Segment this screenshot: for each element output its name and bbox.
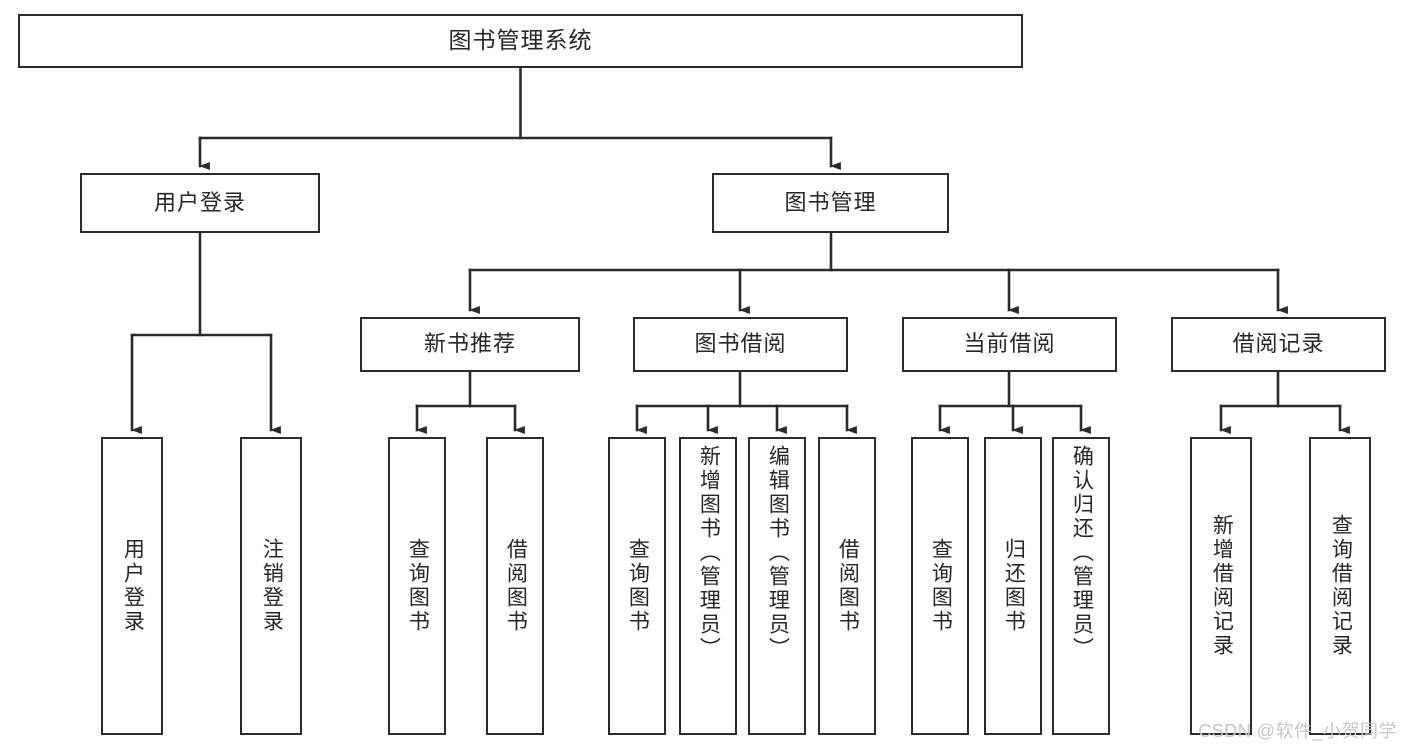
node-book-borrowing[interactable]: 图书借阅 (633, 317, 848, 372)
node-label: 借阅图书 (836, 538, 860, 634)
leaf-content: 注销登录 (242, 445, 300, 727)
leaf-query-books-current[interactable]: 查询图书 (911, 437, 969, 735)
leaf-query-books-borrowing[interactable]: 查询图书 (608, 437, 666, 735)
leaf-content: 归还图书 (986, 445, 1040, 727)
node-label: 当前借阅 (963, 331, 1056, 357)
watermark-text: CSDN @软件_小贺同学 (1198, 721, 1397, 741)
node-label: 编辑图书（管理员） (766, 445, 790, 661)
leaf-content: 查询图书 (390, 445, 444, 727)
node-label: 注销登录 (260, 538, 284, 634)
node-label: 新书推荐 (423, 331, 516, 357)
node-user-login[interactable]: 用户登录 (80, 173, 320, 233)
node-label: 新增借阅记录 (1210, 514, 1234, 658)
leaf-add-book-admin[interactable]: 新增图书（管理员） (679, 437, 737, 735)
node-label: 用户登录 (121, 538, 145, 634)
leaf-borrow-books-recommendation[interactable]: 借阅图书 (486, 437, 544, 735)
leaf-content: 借阅图书 (488, 445, 542, 727)
node-label: 查询图书 (626, 538, 650, 634)
node-root-book-management-system[interactable]: 图书管理系统 (18, 14, 1023, 68)
node-label: 确认归还（管理员） (1070, 445, 1094, 661)
leaf-logout[interactable]: 注销登录 (240, 437, 302, 735)
node-label: 新增图书（管理员） (697, 445, 721, 661)
node-label: 查询图书 (406, 538, 430, 634)
node-label: 查询借阅记录 (1329, 514, 1353, 658)
node-label: 查询图书 (929, 538, 953, 634)
node-book-management[interactable]: 图书管理 (712, 173, 949, 233)
node-label: 图书借阅 (694, 331, 787, 357)
leaf-content: 用户登录 (103, 445, 161, 727)
leaf-query-borrowing-record[interactable]: 查询借阅记录 (1309, 437, 1371, 735)
node-label: 归还图书 (1002, 538, 1026, 634)
leaf-borrow-books-borrowing[interactable]: 借阅图书 (818, 437, 876, 735)
leaf-content: 查询图书 (610, 445, 664, 727)
node-label: 借阅图书 (504, 538, 528, 634)
node-label: 图书管理 (784, 189, 877, 215)
leaf-edit-book-admin[interactable]: 编辑图书（管理员） (748, 437, 806, 735)
node-borrowing-records[interactable]: 借阅记录 (1171, 317, 1386, 372)
leaf-confirm-return-admin[interactable]: 确认归还（管理员） (1052, 437, 1110, 735)
leaf-content: 编辑图书（管理员） (750, 445, 804, 727)
leaf-content: 新增借阅记录 (1192, 445, 1250, 727)
leaf-content: 借阅图书 (820, 445, 874, 727)
leaf-content: 确认归还（管理员） (1054, 445, 1108, 727)
leaf-return-books[interactable]: 归还图书 (984, 437, 1042, 735)
leaf-query-books-recommendation[interactable]: 查询图书 (388, 437, 446, 735)
node-label: 借阅记录 (1232, 331, 1325, 357)
leaf-content: 新增图书（管理员） (681, 445, 735, 727)
leaf-add-borrowing-record[interactable]: 新增借阅记录 (1190, 437, 1252, 735)
node-current-borrowing[interactable]: 当前借阅 (902, 317, 1117, 372)
leaf-user-login[interactable]: 用户登录 (101, 437, 163, 735)
node-label: 用户登录 (153, 189, 246, 215)
leaf-content: 查询借阅记录 (1311, 445, 1369, 727)
node-new-book-recommendation[interactable]: 新书推荐 (360, 317, 580, 372)
leaf-content: 查询图书 (913, 445, 967, 727)
node-label: 图书管理系统 (448, 27, 593, 54)
